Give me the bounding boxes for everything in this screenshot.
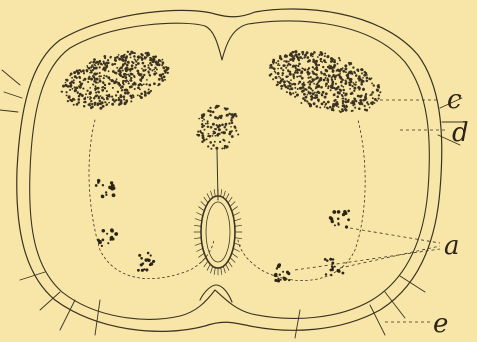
outer-membrane-outline	[17, 9, 442, 331]
label-d: d	[452, 118, 469, 148]
label-c: c	[447, 85, 462, 115]
central-canal-inner	[206, 202, 230, 262]
leader-a3	[295, 249, 440, 270]
inner-membrane-outline	[30, 21, 430, 319]
leader-a1	[350, 228, 440, 243]
label-a: a	[444, 231, 460, 261]
leader-lines	[295, 100, 445, 322]
anterior-median-fissure	[200, 285, 232, 302]
posterior-column-stipple	[196, 105, 239, 150]
dorsal-tract-stipple-right	[269, 50, 382, 113]
label-e: e	[433, 309, 448, 339]
dorsal-tract-stipple-left	[61, 51, 170, 110]
